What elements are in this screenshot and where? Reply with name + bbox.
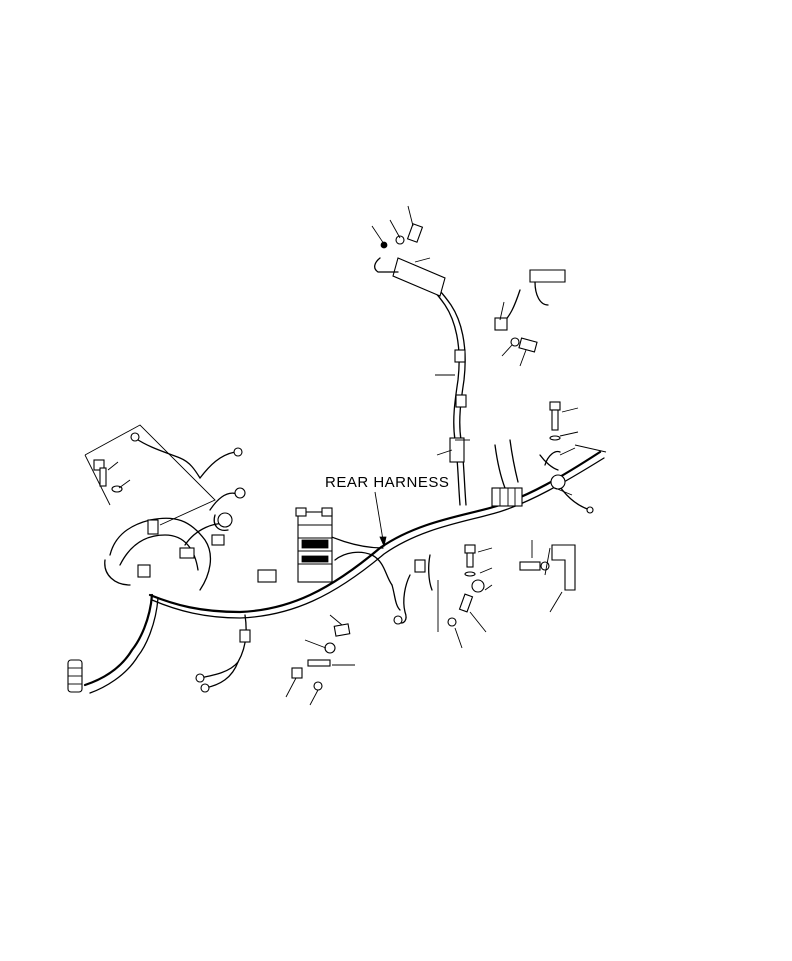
upper-cover-channel — [374, 257, 446, 297]
vertical-upper-harness — [417, 277, 467, 506]
rear-harness-label: REAR HARNESS — [325, 474, 449, 491]
lower-center-clamps — [437, 544, 493, 649]
left-upper-wire-cluster — [104, 487, 246, 591]
bottom-center-bolts — [285, 614, 355, 706]
upper-bolt-cluster — [371, 205, 424, 249]
left-bolt-parts — [93, 459, 131, 493]
rear-harness-leader — [374, 491, 384, 541]
left-callout-bracket — [84, 424, 243, 526]
upper-right-bracket — [494, 269, 566, 367]
right-connector-group — [491, 439, 594, 514]
right-lower-bracket — [519, 540, 576, 613]
lower-left-branch — [195, 614, 251, 693]
right-top-bolt — [549, 401, 579, 441]
rear-harness-arrowhead — [379, 536, 387, 548]
left-harness-branch — [67, 593, 159, 694]
center-right-wires — [334, 551, 433, 625]
right-callout-lines — [435, 374, 607, 496]
center-connector-block — [257, 507, 333, 583]
